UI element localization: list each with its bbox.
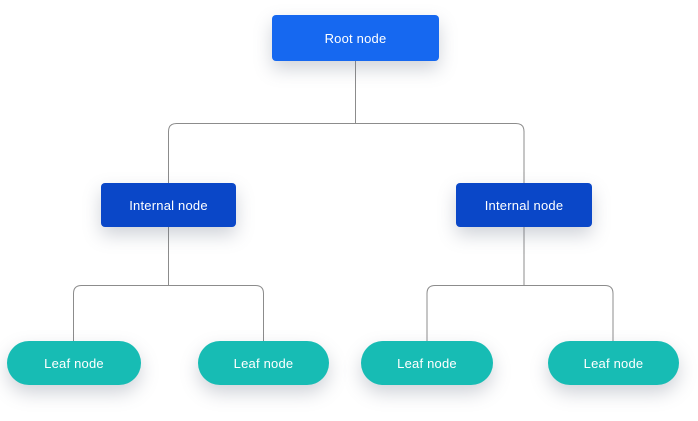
node-internal-left: Internal node [101, 183, 236, 227]
node-leaf-3-label: Leaf node [397, 355, 457, 371]
node-internal-right: Internal node [456, 183, 592, 227]
node-leaf-2-label: Leaf node [233, 355, 294, 371]
connector-right-leaves-bar [426, 285, 614, 341]
node-internal-left-label: Internal node [129, 197, 208, 213]
node-internal-right-label: Internal node [484, 197, 564, 213]
node-leaf-4-label: Leaf node [583, 355, 644, 371]
node-root-label: Root node [324, 30, 387, 46]
node-leaf-1-label: Leaf node [44, 355, 104, 371]
node-leaf-1: Leaf node [7, 341, 141, 385]
node-root: Root node [272, 15, 439, 61]
node-leaf-4: Leaf node [548, 341, 679, 385]
connector-left-leaves-bar [73, 285, 264, 341]
node-leaf-3: Leaf node [361, 341, 493, 385]
node-leaf-2: Leaf node [198, 341, 329, 385]
connector-level1-bar [168, 123, 525, 183]
